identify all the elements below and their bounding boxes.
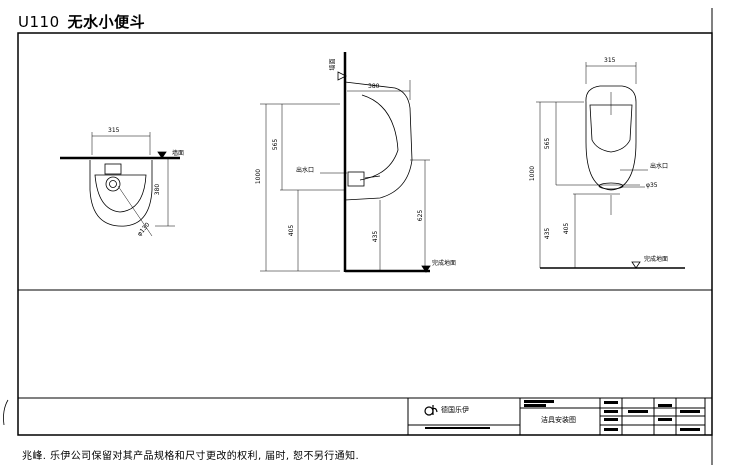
top-width-dim: 315 — [108, 127, 120, 134]
side-upper-dim: 565 — [272, 138, 280, 151]
front-height-dim: 1000 — [529, 165, 537, 182]
front-view — [536, 62, 685, 269]
side-lower-dim: 405 — [288, 224, 296, 237]
drawing-name: 洁具安装图 — [541, 416, 576, 424]
front-outlet-diameter: φ35 — [646, 182, 658, 189]
top-wall-label: 墙面 — [172, 150, 185, 157]
front-lower-dim: 405 — [563, 222, 571, 235]
page-title: U110 无水小便斗 — [18, 11, 145, 32]
top-view — [60, 132, 180, 237]
side-view — [260, 52, 431, 273]
title-block-fill-blocks — [425, 400, 700, 431]
top-depth-dim: 380 — [154, 183, 162, 196]
side-floor-label: 完成地面 — [432, 260, 457, 267]
side-height-dim: 1000 — [255, 168, 263, 185]
disclaimer-note: 兆峰. 乐伊公司保留对其产品规格和尺寸更改的权利, 届时, 恕不另行通知. — [22, 451, 360, 462]
side-wall-label: 墙面 — [329, 58, 337, 71]
sheet-corner-mark — [3, 399, 9, 426]
front-outlet-label: 出水口 — [650, 163, 669, 170]
brand-logo-icon — [424, 405, 438, 416]
side-outlet-label: 出水口 — [296, 167, 315, 174]
front-rim-dim: 435 — [544, 227, 552, 240]
model-code: U110 — [18, 13, 60, 31]
brand-name: 德国乐伊 — [441, 406, 469, 414]
product-name: 无水小便斗 — [67, 13, 146, 31]
front-floor-label: 完成地面 — [644, 256, 669, 263]
front-upper-dim: 565 — [544, 137, 552, 150]
side-top-dim: 380 — [368, 83, 380, 90]
side-overall-dim: 625 — [417, 209, 425, 222]
front-width-dim: 315 — [604, 57, 616, 64]
side-rim-dim: 435 — [372, 230, 380, 243]
sheet-border — [17, 32, 713, 436]
title-block — [407, 398, 706, 435]
